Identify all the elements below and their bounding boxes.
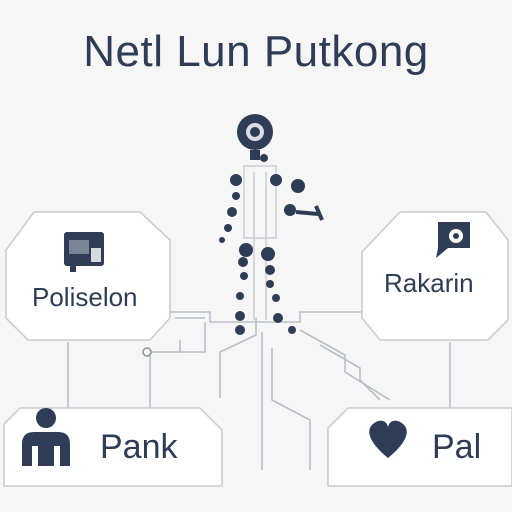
- node-box-bottom-right: [327, 407, 512, 487]
- person-icon: [22, 408, 70, 466]
- connector-left-mid: [150, 340, 181, 353]
- connector-center-down: [219, 318, 257, 398]
- connector-center-down-3: [271, 348, 311, 470]
- connector-left-branch: [149, 322, 206, 410]
- monitor-icon: [64, 232, 104, 272]
- node-box-bottom-left: [3, 407, 223, 487]
- diagram-title: Netl Lun Putkong: [83, 27, 429, 76]
- node-box-right: [361, 211, 509, 341]
- node-box-left: [5, 211, 171, 341]
- node-label-right: Rakarin: [384, 268, 474, 298]
- connector-center-right: [299, 329, 391, 401]
- node-label-bottom-right: Pal: [432, 428, 482, 466]
- node-label-bottom-left: Pank: [100, 428, 178, 466]
- connector-center-right-2: [319, 344, 381, 401]
- heart-icon: [369, 420, 407, 458]
- connector-dot: [142, 347, 152, 357]
- robot-figure-icon: [219, 114, 324, 335]
- node-label-left: Poliselon: [32, 282, 138, 312]
- chat-bubble-icon: [436, 222, 470, 258]
- connector-left-bus: [170, 311, 365, 323]
